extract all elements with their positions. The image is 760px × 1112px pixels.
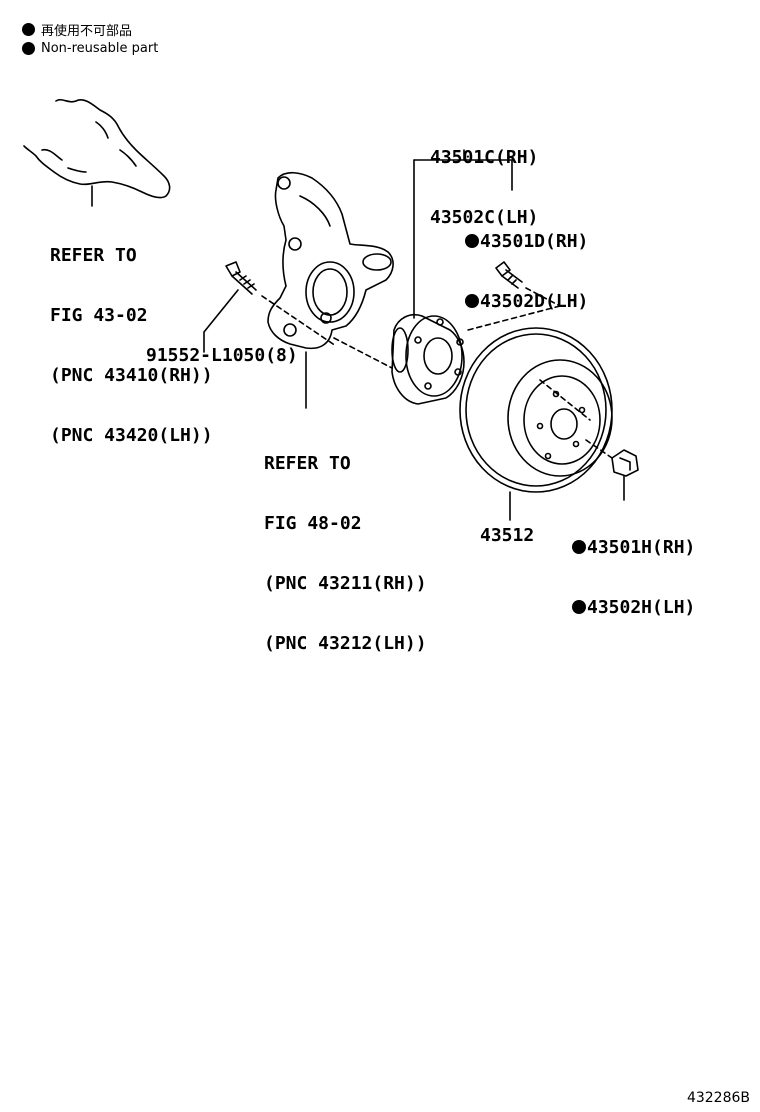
figure-number: 432286B bbox=[686, 1090, 750, 1106]
part-line: 43502D(LH) bbox=[480, 291, 589, 312]
hub-bearing-assembly bbox=[391, 314, 465, 405]
hub-bracket-line bbox=[413, 159, 513, 191]
disc-label: 43512 bbox=[480, 525, 535, 546]
legend-text-jp: 再使用不可部品 bbox=[41, 24, 133, 39]
steering-knuckle bbox=[267, 171, 394, 409]
legend-text-en: Non-reusable part bbox=[41, 41, 159, 56]
non-reusable-dot-icon bbox=[22, 42, 35, 55]
legend-non-reusable-en: Non-reusable part bbox=[22, 41, 158, 56]
non-reusable-dot-icon bbox=[572, 600, 586, 614]
ref-line: (PNC 43420(LH)) bbox=[50, 425, 213, 446]
steering-gear-reference-shape bbox=[23, 98, 171, 207]
part-line: 43501C(RH) bbox=[430, 147, 539, 168]
part-line: 43502H(LH) bbox=[587, 597, 696, 618]
ref-knuckle-label: REFER TO FIG 48-02 (PNC 43211(RH)) (PNC … bbox=[264, 414, 427, 674]
part-line: 43502C(LH) bbox=[430, 207, 539, 228]
ref-line: FIG 48-02 bbox=[264, 513, 362, 534]
hub-bolt-label: 43501D(RH) 43502D(LH) bbox=[465, 192, 588, 332]
legend-non-reusable-jp: 再使用不可部品 bbox=[22, 20, 132, 39]
ref-steering-label: REFER TO FIG 43-02 (PNC 43410(RH)) (PNC … bbox=[50, 206, 213, 466]
ref-line: (PNC 43410(RH)) bbox=[50, 365, 213, 386]
non-reusable-dot-icon bbox=[22, 23, 35, 36]
alignment-line bbox=[333, 337, 393, 369]
ref-line: REFER TO bbox=[50, 245, 137, 266]
hub-bolt bbox=[467, 261, 561, 331]
non-reusable-dot-icon bbox=[465, 294, 479, 308]
knuckle-bolt bbox=[203, 261, 337, 353]
part-line: 43501H(RH) bbox=[587, 537, 696, 558]
hub-assy-label: 43501C(RH) 43502C(LH) bbox=[430, 108, 538, 248]
ref-line: REFER TO bbox=[264, 453, 351, 474]
hub-nut-label: 43501H(RH) 43502H(LH) bbox=[572, 498, 695, 638]
bolt-part-label: 91552-L1050(8) bbox=[146, 345, 298, 366]
ref-line: (PNC 43212(LH)) bbox=[264, 633, 427, 654]
ref-line: FIG 43-02 bbox=[50, 305, 148, 326]
disc-rotor bbox=[459, 327, 613, 521]
ref-line: (PNC 43211(RH)) bbox=[264, 573, 427, 594]
non-reusable-dot-icon bbox=[572, 540, 586, 554]
hub-nut bbox=[585, 439, 639, 501]
part-line: 43501D(RH) bbox=[480, 231, 589, 252]
non-reusable-dot-icon bbox=[465, 234, 479, 248]
